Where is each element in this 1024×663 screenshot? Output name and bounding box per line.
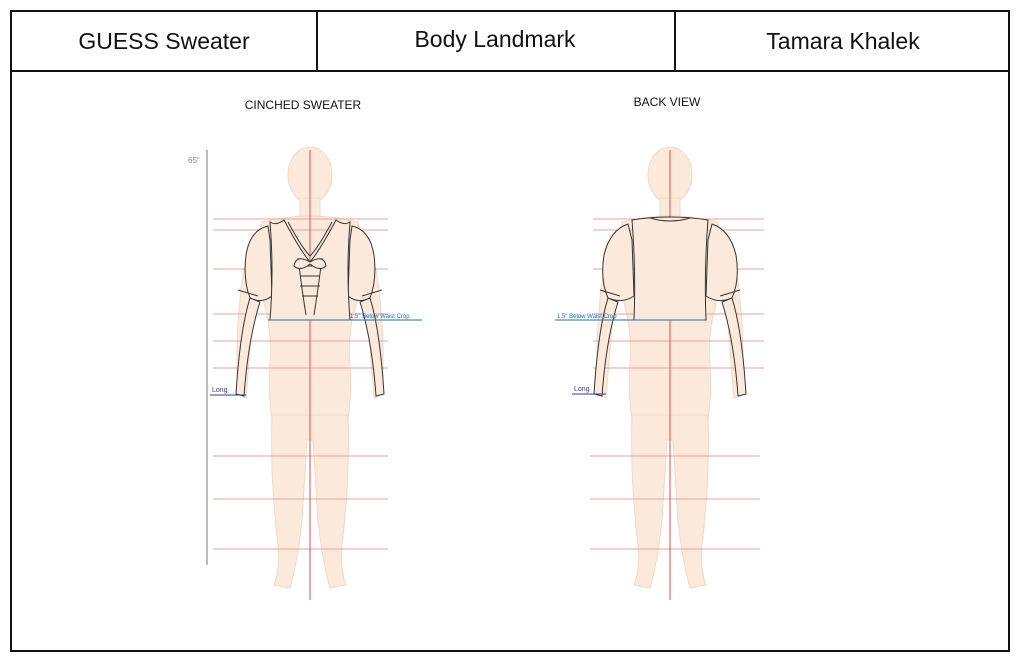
front-sleeve-label: Long (212, 387, 228, 394)
back-view-title: BACK VIEW (634, 95, 701, 109)
back-sleeve-label: Long (574, 386, 590, 393)
designer-name: Tamara Khalek (766, 27, 920, 54)
section-title: Body Landmark (316, 12, 676, 70)
tech-pack-frame: GUESS Sweater Body Landmark Tamara Khale… (10, 10, 1010, 652)
front-view-title: CINCHED SWEATER (245, 98, 362, 112)
back-garment (593, 216, 747, 397)
back-view: BACK VIEW (555, 95, 764, 600)
header-bar: GUESS Sweater Body Landmark Tamara Khale… (12, 12, 1008, 72)
front-view: CINCHED SWEATER 65" (188, 98, 422, 600)
front-garment (235, 219, 385, 397)
front-crop-label: 1.5" Below Waist Crop (350, 314, 410, 320)
back-crop-label: 1.5" Below Waist Crop (557, 314, 617, 320)
height-scale-label: 65" (188, 156, 200, 165)
project-title: GUESS Sweater (12, 12, 318, 70)
